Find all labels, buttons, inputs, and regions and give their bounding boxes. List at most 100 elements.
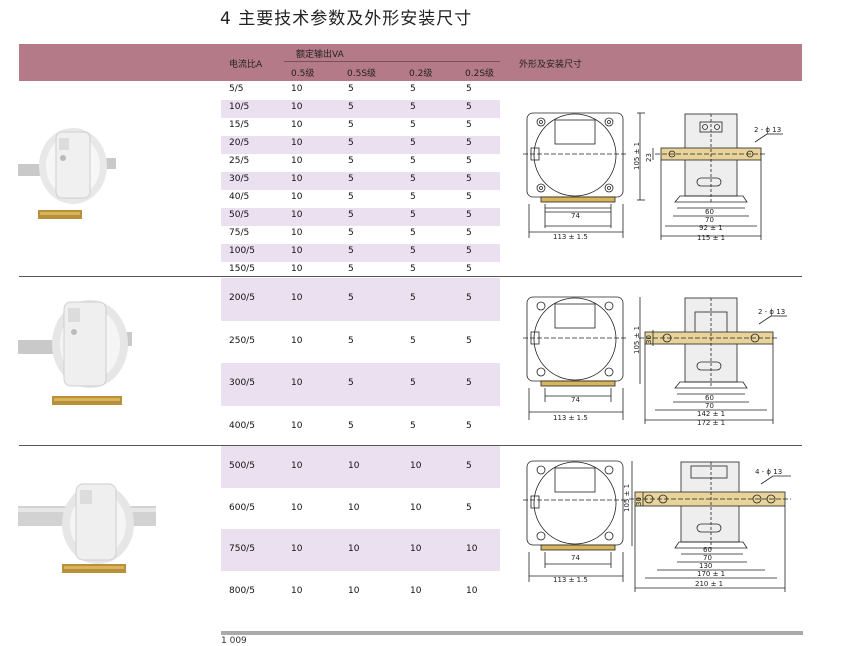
dim-70: 70 (705, 402, 714, 410)
dim-base-width: 113 ± 1.5 (553, 233, 588, 241)
output-cell: 5 (466, 174, 472, 184)
dimension-drawing-1: 74 113 ± 1.5 105 ± 1 23 2 - ϕ 13 60 70 9… (523, 112, 783, 242)
output-cell: 5 (466, 502, 472, 513)
output-cell: 5 (410, 84, 416, 94)
table-row (221, 406, 500, 449)
dim-115: 115 ± 1 (697, 234, 725, 242)
ratio-cell: 10/5 (229, 102, 250, 112)
dim-front-width: 74 (571, 396, 580, 404)
ratio-cell: 400/5 (229, 420, 255, 431)
table-row (221, 529, 500, 571)
output-cell: 10 (348, 461, 360, 471)
header-ratio: 电流比A (229, 60, 263, 70)
output-cell: 5 (466, 246, 472, 256)
header-class-0.5S: 0.5S级 (347, 69, 377, 79)
table-row (221, 488, 500, 530)
output-cell: 5 (466, 192, 472, 202)
ratio-cell: 100/5 (229, 246, 255, 256)
dim-70: 70 (705, 216, 714, 224)
table-row (221, 446, 500, 488)
ratio-cell: 300/5 (229, 378, 255, 388)
output-cell: 10 (291, 585, 303, 596)
output-cell: 10 (291, 293, 303, 303)
output-cell: 5 (466, 378, 472, 388)
output-cell: 10 (466, 585, 478, 596)
output-cell: 5 (348, 293, 354, 303)
output-cell: 5 (410, 192, 416, 202)
output-cell: 10 (348, 502, 360, 513)
ratio-cell: 20/5 (229, 138, 250, 148)
footer-bar (221, 631, 803, 635)
output-cell: 5 (348, 246, 354, 256)
output-cell: 5 (410, 228, 416, 238)
dim-60: 60 (705, 208, 714, 216)
ratio-cell: 30/5 (229, 174, 250, 184)
output-cell: 10 (291, 246, 303, 256)
header-divider (284, 61, 500, 62)
output-cell: 10 (291, 461, 303, 471)
table-row (221, 82, 500, 100)
output-cell: 5 (466, 264, 472, 274)
output-cell: 5 (466, 461, 472, 471)
dim-front-width: 74 (571, 212, 580, 220)
output-cell: 10 (291, 544, 303, 554)
output-cell: 10 (291, 138, 303, 148)
ratio-cell: 40/5 (229, 192, 250, 202)
output-cell: 5 (466, 102, 472, 112)
header-dimensions: 外形及安装尺寸 (519, 60, 583, 70)
output-cell: 5 (410, 246, 416, 256)
ratio-cell: 600/5 (229, 502, 255, 513)
dim-170: 170 ± 1 (697, 570, 725, 578)
output-cell: 5 (348, 102, 354, 112)
output-cell: 5 (466, 120, 472, 130)
output-cell: 10 (291, 120, 303, 130)
output-cell: 5 (466, 335, 472, 346)
output-cell: 5 (348, 420, 354, 431)
table-row (221, 571, 500, 613)
dim-92: 92 ± 1 (699, 224, 723, 232)
dim-center: 30 (645, 335, 653, 344)
output-cell: 5 (410, 102, 416, 112)
output-cell: 5 (410, 138, 416, 148)
output-cell: 5 (348, 84, 354, 94)
page-title: 4 主要技术参数及外形安装尺寸 (220, 9, 473, 29)
ratio-cell: 50/5 (229, 210, 250, 220)
output-cell: 5 (466, 138, 472, 148)
dim-60: 60 (703, 546, 712, 554)
group-separator (19, 276, 802, 277)
dimension-drawing-3: 74 113 ± 1.5 105 ± 1 30 4 - ϕ 13 60 70 1… (523, 460, 791, 592)
output-cell: 5 (466, 156, 472, 166)
table-row (221, 208, 500, 226)
output-cell: 10 (291, 228, 303, 238)
output-cell: 5 (410, 156, 416, 166)
output-cell: 10 (291, 174, 303, 184)
output-cell: 5 (466, 420, 472, 431)
output-cell: 5 (410, 174, 416, 184)
product-photo-2 (18, 300, 132, 405)
output-cell: 5 (348, 174, 354, 184)
group-separator (19, 445, 802, 446)
dim-base-width: 113 ± 1.5 (553, 576, 588, 584)
table-row (221, 278, 500, 321)
ratio-cell: 250/5 (229, 335, 255, 346)
output-cell: 5 (466, 210, 472, 220)
dimension-drawing-2: 74 113 ± 1.5 105 ± 1 30 2 - ϕ 13 60 70 1… (523, 296, 787, 427)
page-number: 1 009 (221, 636, 247, 646)
dim-holes: 2 - ϕ 13 (754, 126, 781, 134)
table-row (221, 118, 500, 136)
product-photo-1 (18, 128, 116, 219)
table-row (221, 244, 500, 262)
output-cell: 10 (466, 544, 478, 554)
output-cell: 10 (291, 102, 303, 112)
dim-height: 105 ± 1 (633, 326, 641, 354)
table-row (221, 363, 500, 406)
output-cell: 10 (410, 585, 422, 596)
ratio-cell: 750/5 (229, 544, 255, 554)
table-row (221, 172, 500, 190)
output-cell: 5 (348, 264, 354, 274)
dim-base-width: 113 ± 1.5 (553, 414, 588, 422)
table-row (221, 136, 500, 154)
dim-210: 210 ± 1 (695, 580, 723, 588)
output-cell: 5 (410, 120, 416, 130)
output-cell: 5 (410, 293, 416, 303)
